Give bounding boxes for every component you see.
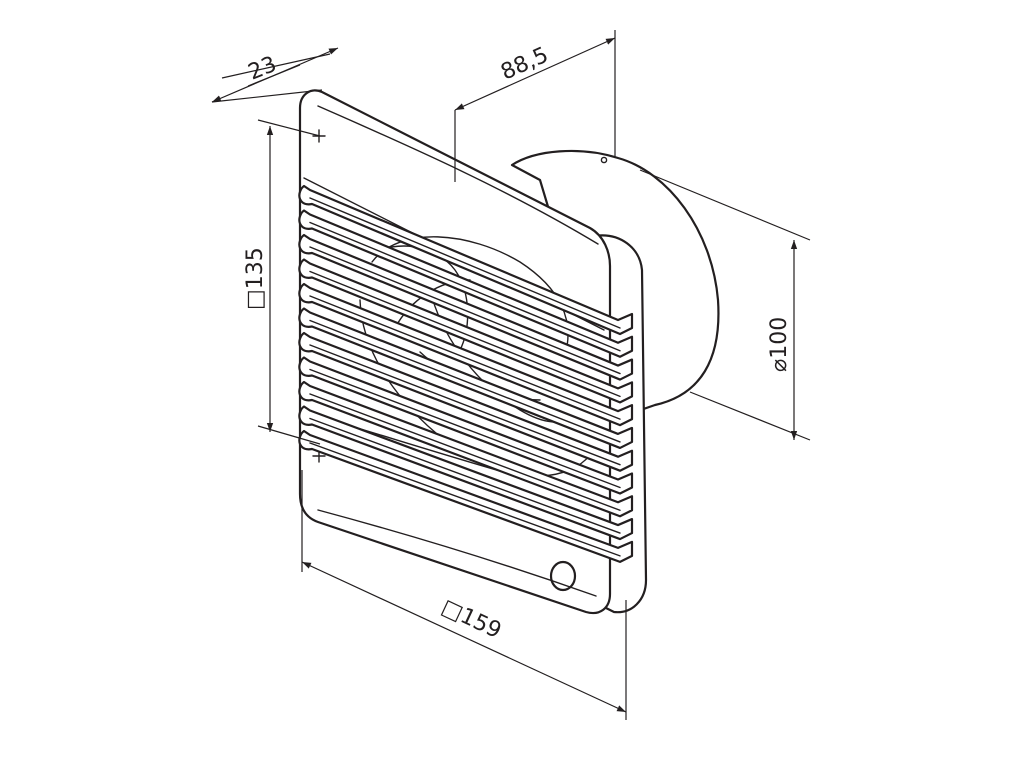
duct-diameter-label: ⌀100 bbox=[767, 317, 792, 372]
louvre-slat bbox=[298, 356, 634, 495]
louvre-edge bbox=[309, 270, 621, 398]
louvre-slat bbox=[298, 184, 634, 336]
louvre-edge bbox=[309, 197, 621, 329]
dimension-duct-diameter: ⌀100 bbox=[639, 169, 811, 441]
dimension-grille-height: □135 bbox=[243, 119, 321, 445]
louvre-edge bbox=[309, 319, 621, 443]
louvre-slat bbox=[298, 429, 634, 563]
depth-label: 23 bbox=[245, 52, 280, 86]
spigot-hole bbox=[600, 156, 608, 164]
louvre-edge bbox=[309, 442, 621, 557]
louvre-slat bbox=[298, 380, 634, 518]
louvre-edge bbox=[309, 221, 621, 352]
louvre-slat bbox=[298, 331, 634, 472]
louvre-edge bbox=[309, 246, 621, 375]
louvre-edge bbox=[309, 295, 621, 420]
louvre-edge bbox=[309, 368, 621, 489]
louvre-edge bbox=[309, 344, 621, 466]
louvre-slat bbox=[298, 405, 634, 541]
grille-height-label: □135 bbox=[243, 247, 268, 310]
louvre-slat bbox=[298, 209, 634, 358]
frame-width-label: □159 bbox=[437, 595, 504, 644]
louvre-slat bbox=[298, 282, 634, 427]
louvre-edge bbox=[309, 417, 621, 534]
louvre-slat bbox=[298, 233, 634, 381]
louvre-edge bbox=[309, 393, 621, 511]
louvre-slat bbox=[298, 307, 634, 450]
louvre-slat bbox=[298, 258, 634, 404]
grille-louvres bbox=[298, 184, 634, 563]
